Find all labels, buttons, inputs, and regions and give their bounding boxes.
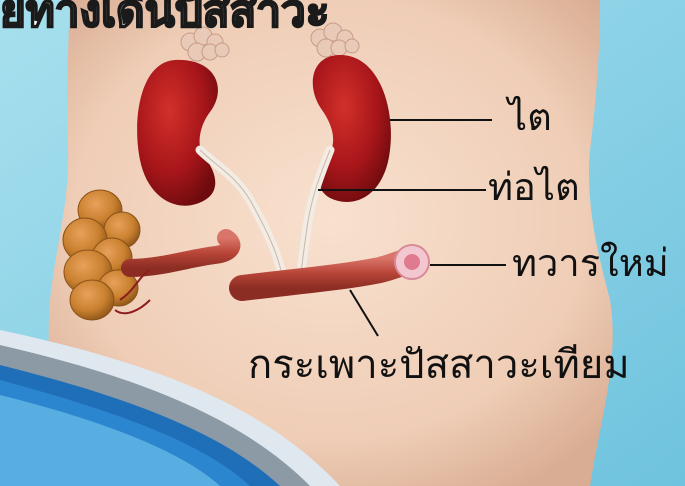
label-neobladder: กระเพาะปัสสาวะเทียม [248, 345, 630, 385]
label-ureter: ท่อไต [488, 168, 580, 206]
label-kidney: ไต [508, 98, 552, 136]
title-fragment: ยทางเดินปัสสาวะ [0, 0, 329, 46]
label-stoma: ทวารใหม่ [512, 244, 669, 282]
